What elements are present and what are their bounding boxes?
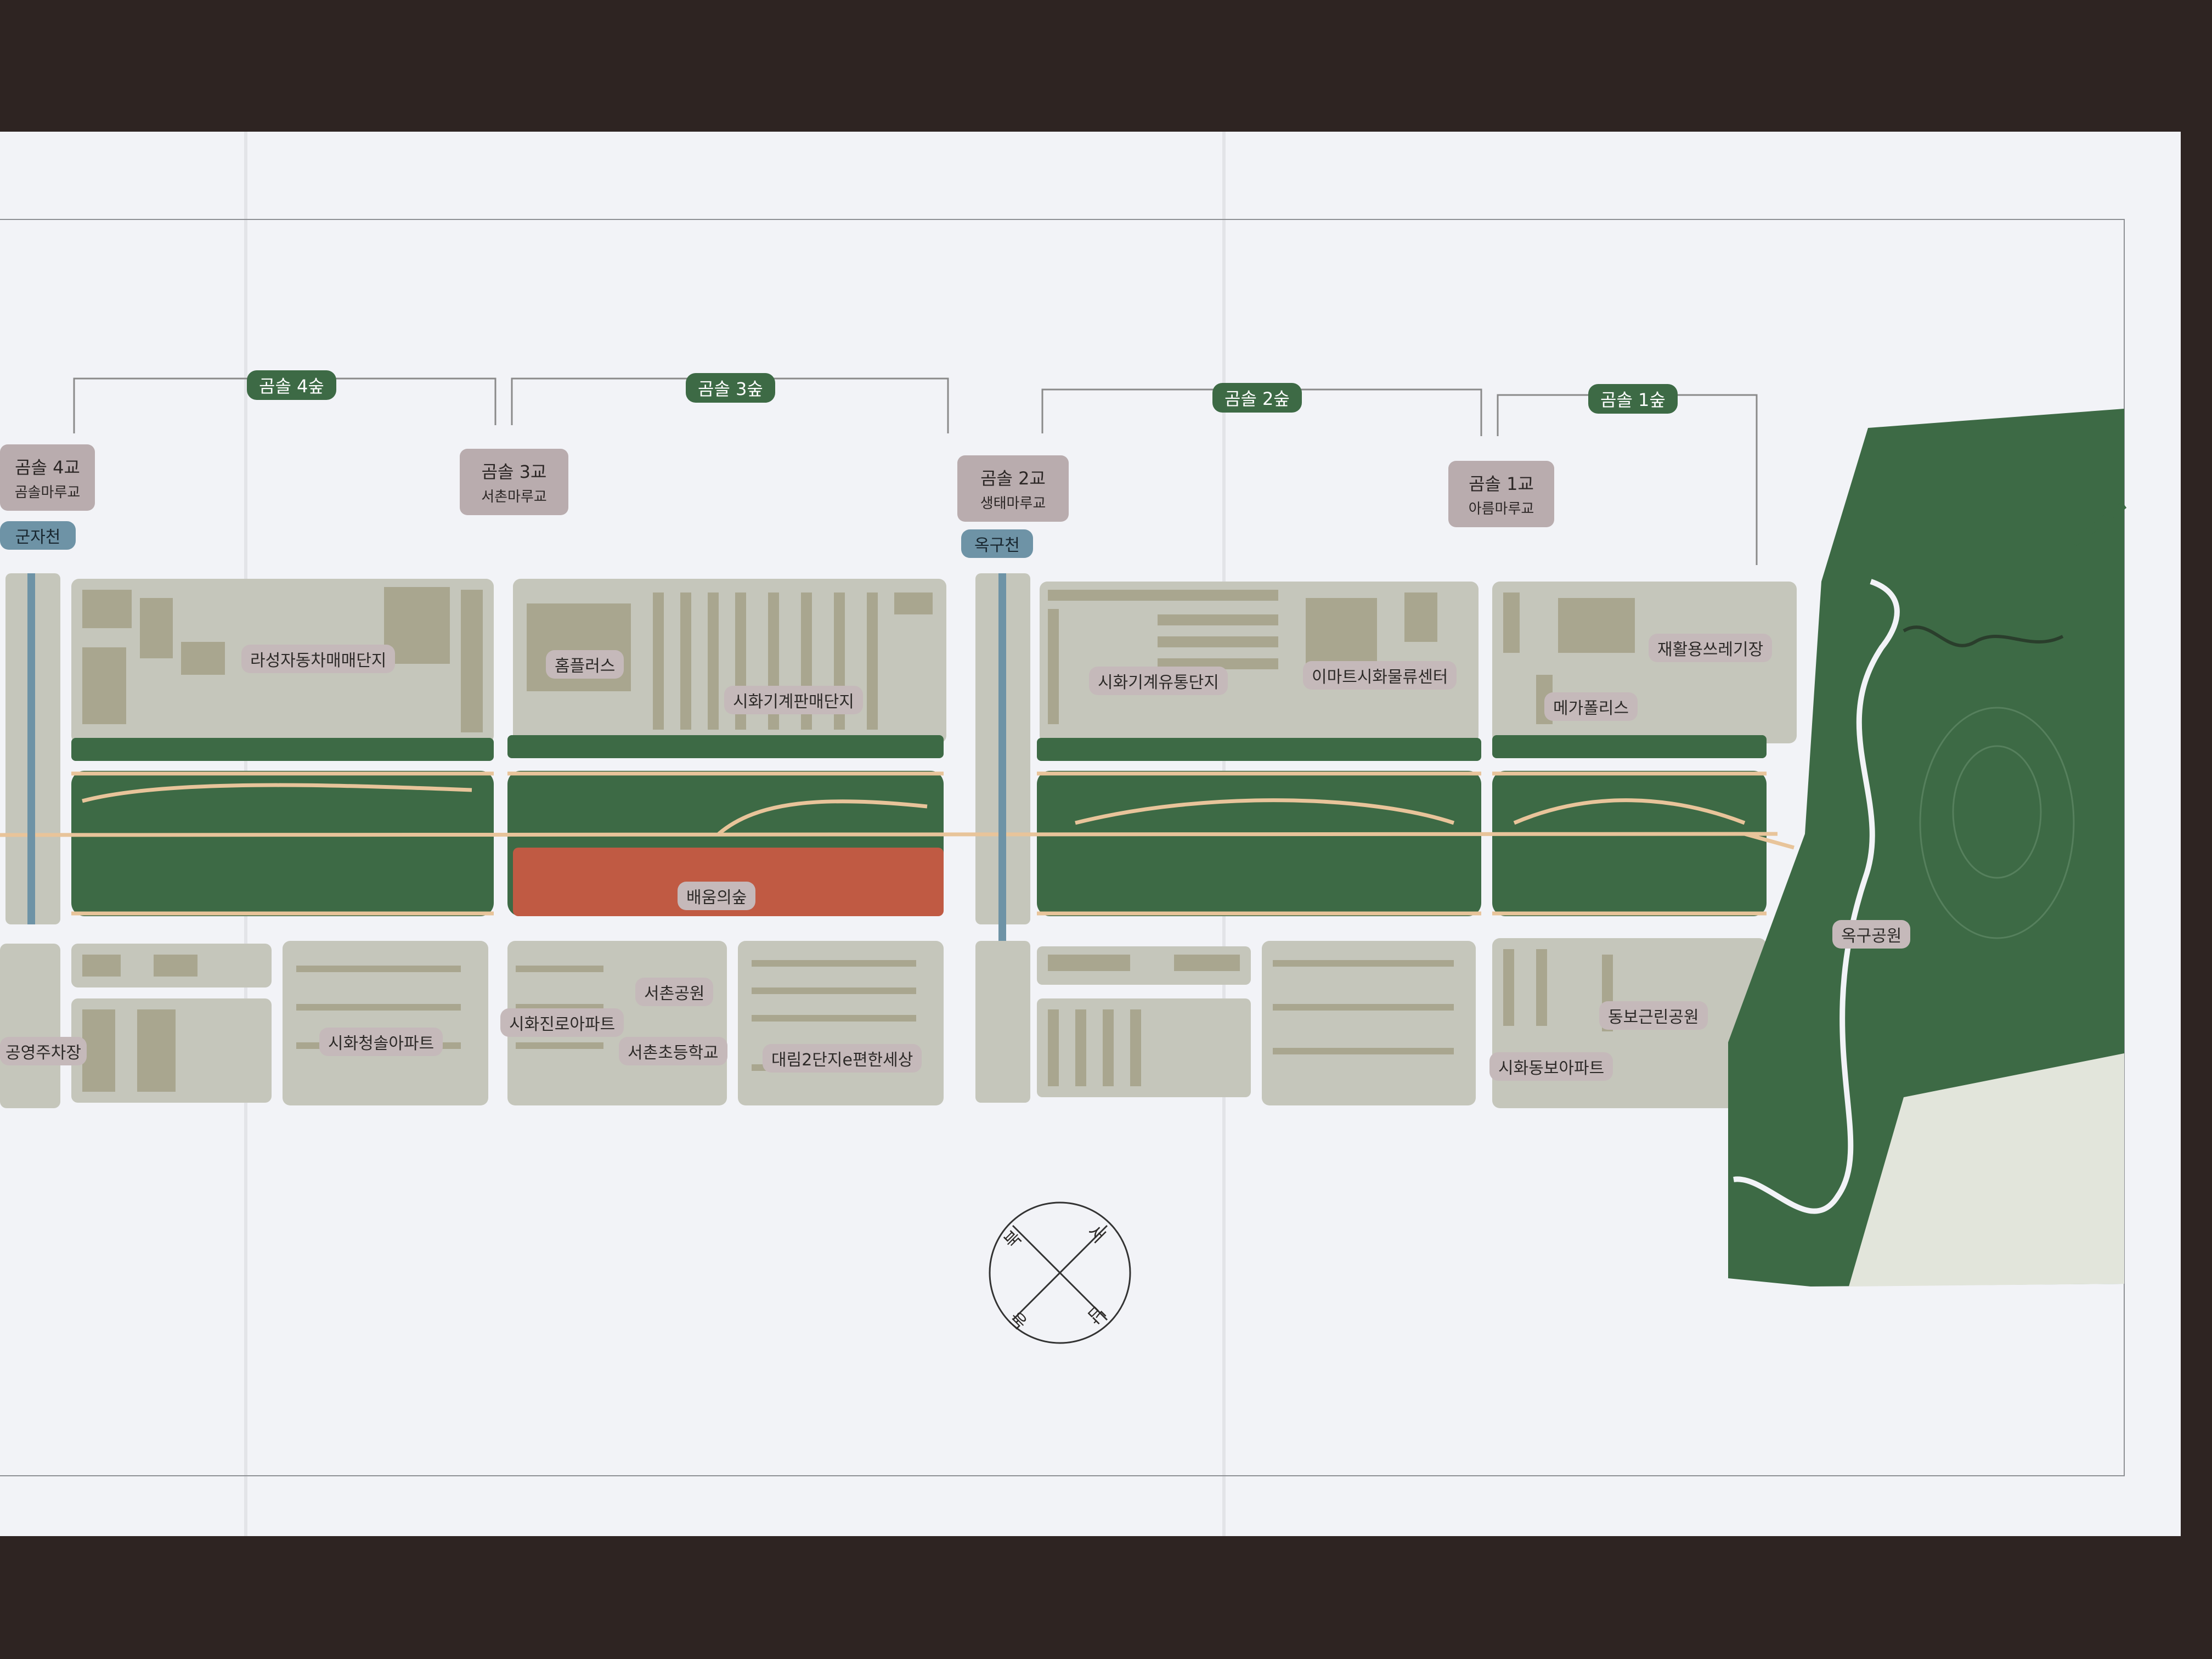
place-emart: 이마트시화물류센터 [1303, 661, 1457, 690]
okgu-park [1728, 409, 2127, 1286]
bridge-3: 곰솔 3교 서촌마루교 [460, 449, 568, 515]
place-machine-distribution: 시화기계유통단지 [1089, 667, 1228, 695]
bridge-1-name: 곰솔 1교 [1469, 473, 1534, 494]
place-dongbo-apt: 시화동보아파트 [1489, 1052, 1613, 1081]
forest-4-label: 곰솔 4숲 [247, 370, 336, 400]
place-megapolis: 메가폴리스 [1544, 692, 1638, 721]
place-machine-sales: 시화기계판매단지 [724, 686, 863, 714]
place-seochon-park: 서촌공원 [635, 978, 714, 1006]
place-cheongsol: 시화청솔아파트 [319, 1028, 443, 1056]
bridge-3-name: 곰솔 3교 [481, 461, 547, 482]
learning-forest-label: 배움의숲 [678, 882, 756, 910]
place-recycling: 재활용쓰레기장 [1649, 634, 1773, 662]
okgu-park-label: 옥구공원 [1832, 920, 1911, 949]
stream-gunja: 군자천 [0, 521, 76, 550]
hedge-strips [71, 735, 1767, 761]
forest-1-label: 곰솔 1숲 [1588, 384, 1678, 414]
bridge-1: 곰솔 1교 아름마루교 [1448, 461, 1554, 527]
bridge-4-sub: 곰솔마루교 [14, 484, 81, 501]
bridge-2-name: 곰솔 2교 [980, 468, 1046, 489]
bridge-2-sub: 생태마루교 [980, 495, 1046, 512]
compass-rose [989, 1201, 1131, 1344]
bridge-2: 곰솔 2교 생태마루교 [957, 455, 1069, 522]
bridge-4: 곰솔 4교 곰솔마루교 [0, 444, 95, 511]
place-homeplus: 홈플러스 [546, 650, 624, 679]
place-daelim: 대림2단지e편한세상 [763, 1044, 922, 1073]
forest-2-label: 곰솔 2숲 [1212, 383, 1302, 413]
north-buildings [82, 587, 1635, 732]
place-jinro: 시화진로아파트 [500, 1008, 624, 1037]
place-parking: 공영주차장 [0, 1037, 87, 1065]
place-seochon-school: 서촌초등학교 [619, 1037, 727, 1065]
forest-paths [0, 771, 1795, 916]
forest-3-label: 곰솔 3숲 [686, 373, 775, 403]
bridge-3-sub: 서촌마루교 [481, 489, 547, 505]
stream-okgu: 옥구천 [961, 529, 1033, 558]
place-rasung: 라성자동차매매단지 [241, 645, 396, 673]
place-dongbo-park: 동보근린공원 [1599, 1001, 1708, 1030]
bridge-1-sub: 아름마루교 [1468, 501, 1534, 517]
bridge-4-name: 곰솔 4교 [15, 457, 80, 478]
